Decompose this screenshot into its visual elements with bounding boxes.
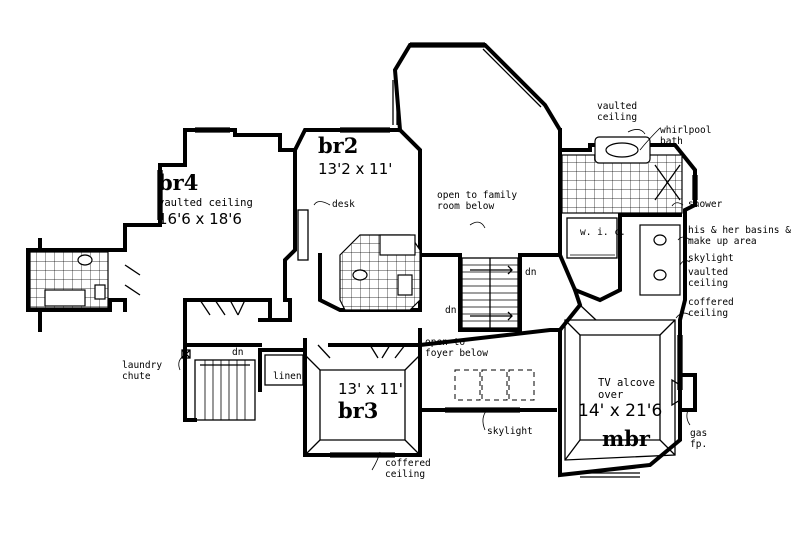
main-stair — [461, 257, 519, 329]
desk-label: desk — [332, 199, 355, 210]
tv-alcove-note-line1: TV alcove — [598, 377, 655, 389]
room-br4-ceiling-note: vaulted ceiling — [158, 197, 253, 209]
laundry-chute-note-line2: chute — [122, 371, 151, 382]
bath-skylight-label: skylight — [688, 253, 734, 264]
bath-vaulted-note-line2: ceiling — [597, 112, 638, 123]
basins-note-line2: make up area — [688, 236, 757, 247]
whirlpool-bath-note-line2: bath — [660, 136, 683, 147]
open-foyer-note-line1: open to — [425, 337, 466, 348]
open-foyer-note-line2: foyer below — [425, 348, 488, 359]
shower-label: shower — [688, 199, 723, 210]
room-br2-name: br2 — [318, 133, 359, 158]
baths — [29, 136, 683, 311]
walk-in-closet-label: w. i. c. — [580, 227, 626, 238]
room-br4-dimensions: 16'6 x 18'6 — [158, 210, 242, 228]
basins-note: his & her basins &make up area — [688, 225, 791, 247]
whirlpool-bath-note-line1: whirlpool — [660, 125, 712, 136]
mbr-vaulted-note-line1: vaulted — [688, 267, 729, 278]
mbr-coffered-note-line2: ceiling — [688, 308, 729, 319]
linen-closet-label: linen — [273, 371, 302, 382]
stair-dn-label-left: dn — [445, 305, 457, 316]
mbr-vaulted-note-line2: ceiling — [688, 278, 729, 289]
interior-details — [124, 42, 698, 478]
tv-alcove-note-line2: over — [598, 389, 624, 401]
open-family-note-line1: open to family — [437, 190, 518, 201]
exterior-walls — [26, 43, 698, 478]
laundry-chute-note-line1: laundry — [122, 360, 163, 371]
basins-note-line1: his & her basins & — [688, 225, 791, 236]
br3-coffered-note-line1: coffered — [385, 458, 431, 469]
stair-dn-label-right: dn — [525, 267, 537, 278]
room-mbr-dimensions: 14' x 21'6 — [578, 401, 663, 421]
room-br3-dimensions: 13' x 11' — [338, 380, 403, 398]
room-br3-name: br3 — [338, 398, 379, 423]
back-stair — [181, 349, 256, 421]
open-family-note-line2: room below — [437, 201, 495, 212]
mbr-coffered-note-line1: coffered — [688, 297, 734, 308]
room-mbr-name: mbr — [602, 426, 650, 451]
br3-coffered-note-line2: ceiling — [385, 469, 426, 480]
room-br2-dimensions: 13'2 x 11' — [318, 160, 393, 178]
leader-lines — [178, 127, 691, 471]
hall-skylight-label: skylight — [487, 426, 533, 437]
room-br4-name: br4 — [158, 170, 199, 195]
gas-fireplace-note-line1: gas — [690, 428, 708, 439]
bath-vaulted-note-line1: vaulted — [597, 101, 638, 112]
gas-fireplace-note-line2: fp. — [690, 439, 708, 450]
back-stair-dn-label: dn — [232, 347, 244, 358]
